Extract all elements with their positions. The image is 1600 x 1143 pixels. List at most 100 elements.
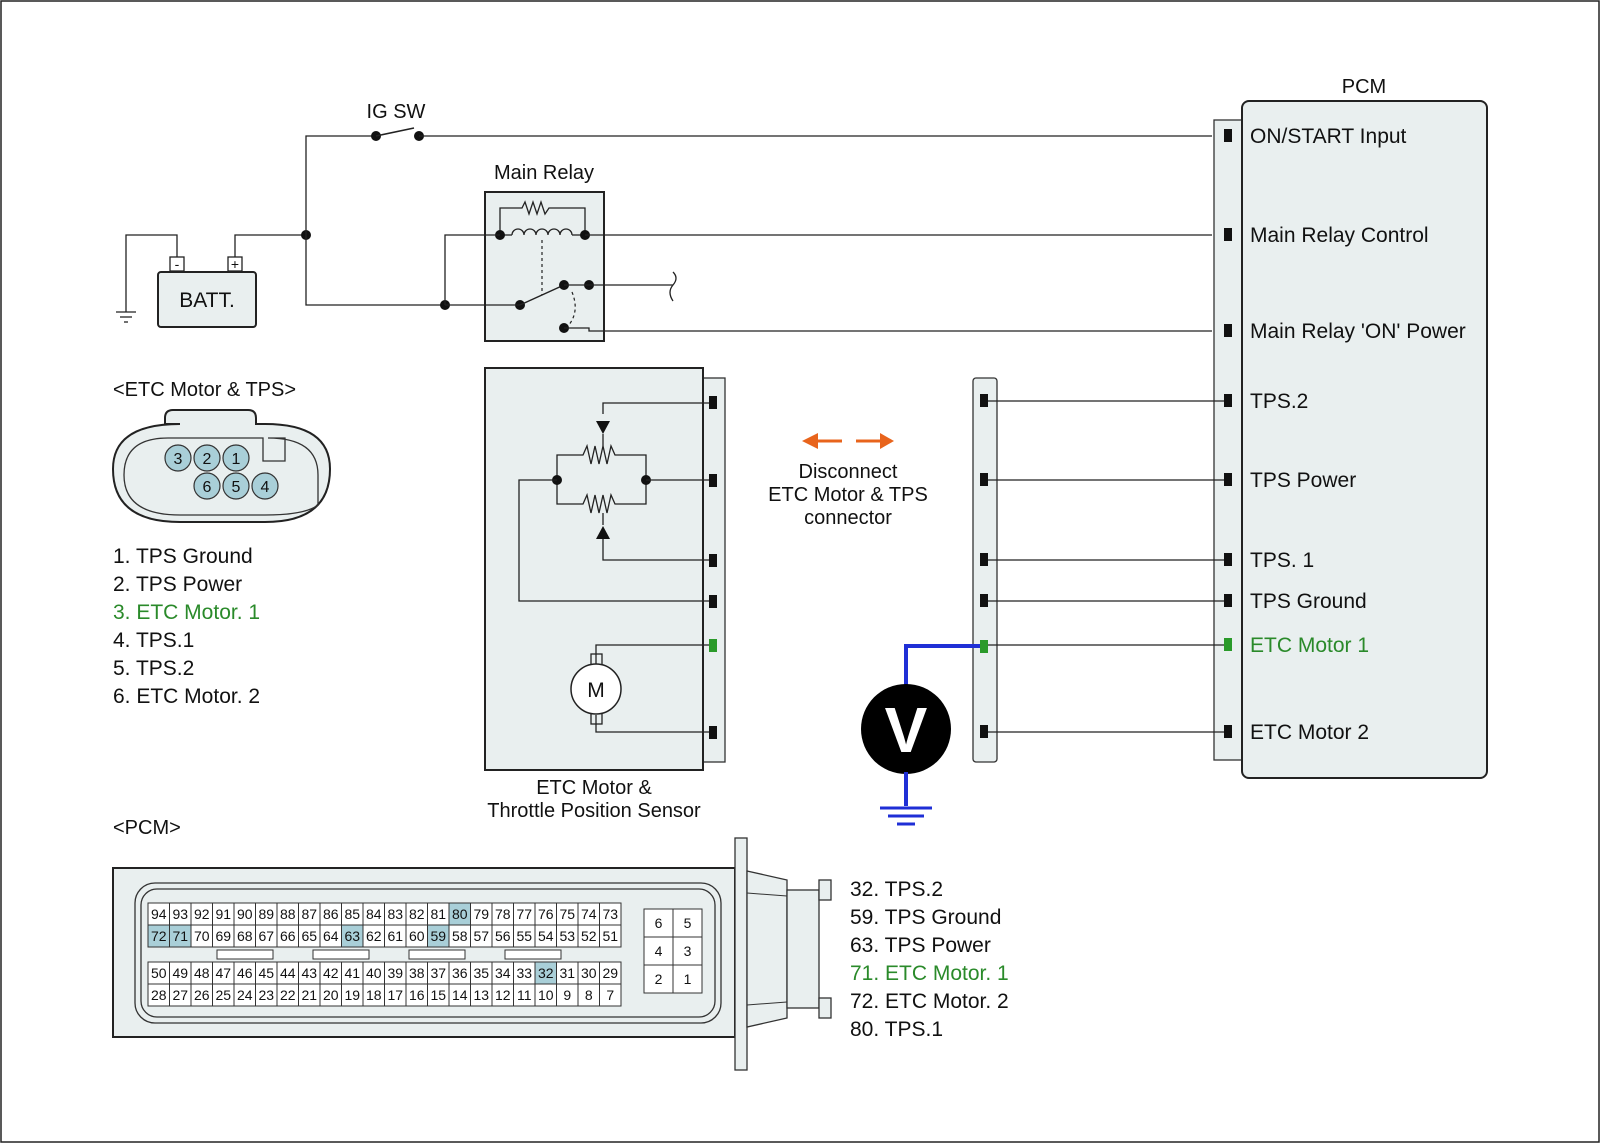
pcm-pin-legend-item: 80. TPS.1: [850, 1018, 943, 1041]
pcm-connector-pin-number: 30: [581, 965, 597, 981]
pcm-connector-pin-number: 38: [409, 965, 425, 981]
pcm-connector-pin-number: 65: [301, 928, 317, 944]
pcm-connector-pin-number: 79: [473, 906, 489, 922]
pcm-connector-pin-number: 91: [215, 906, 231, 922]
pcm-connector-pin-number: 50: [151, 965, 167, 981]
pcm-connector-pin-number: 5: [684, 915, 692, 931]
harness-terminal: [980, 473, 988, 486]
pcm-connector-pin-number: 33: [516, 965, 532, 981]
etc-connector-pin-number: 1: [232, 451, 241, 468]
pcm-connector-pin-number: 1: [684, 971, 692, 987]
pcm-connector-pin-number: 60: [409, 928, 425, 944]
pcm-connector-pin-number: 27: [172, 987, 188, 1003]
pcm-connector-pin-number: 56: [495, 928, 511, 944]
pcm-connector-pin-number: 68: [237, 928, 253, 944]
pcm-connector-pin-number: 86: [323, 906, 339, 922]
pcm-connector-pin-number: 63: [344, 928, 360, 944]
pcm-terminal-label: Main Relay 'ON' Power: [1250, 320, 1466, 343]
disconnect-note-line1: Disconnect: [799, 461, 898, 483]
main-relay-label: Main Relay: [494, 162, 594, 184]
pcm-connector-pin-number: 41: [344, 965, 360, 981]
pcm-connector-pin-number: 26: [194, 987, 210, 1003]
pcm-pin-legend-item: 63. TPS Power: [850, 934, 991, 957]
etc-motor-tps-assembly: M ETC Motor & Throttle Position Sensor: [484, 367, 726, 822]
pcm-connector-pin-number: 14: [452, 987, 468, 1003]
pcm-connector-pin-number: 7: [606, 987, 614, 1003]
pcm-connector-pin-number: 25: [215, 987, 231, 1003]
harness-terminal: [980, 725, 988, 738]
pcm-connector-pin-number: 72: [151, 928, 167, 944]
etc-pin-legend-item: 1. TPS Ground: [113, 545, 253, 568]
battery-negative-label: -: [175, 256, 180, 272]
pcm-connector-pin-number: 75: [559, 906, 575, 922]
etc-assembly-label-line2: Throttle Position Sensor: [487, 800, 701, 822]
harness-terminal: [980, 553, 988, 566]
pcm-connector-pin-number: 69: [215, 928, 231, 944]
pcm-connector-pin-number: 12: [495, 987, 511, 1003]
pcm-connector-pin-number: 21: [301, 987, 317, 1003]
pcm-connector-pin-number: 58: [452, 928, 468, 944]
etc-connector-pin-number: 2: [203, 451, 212, 468]
pcm-connector-pin-number: 74: [581, 906, 597, 922]
pcm-connector-pin-number: 47: [215, 965, 231, 981]
pcm-connector-pin-number: 2: [655, 971, 663, 987]
pcm-connector-pin-number: 92: [194, 906, 210, 922]
pcm-connector-pin-number: 53: [559, 928, 575, 944]
pcm-connector-pin-number: 59: [430, 928, 446, 944]
pcm-connector-pin-number: 70: [194, 928, 210, 944]
pcm-connector-pin-number: 89: [258, 906, 274, 922]
pcm-connector-pin-number: 88: [280, 906, 296, 922]
pcm-connector-pin-number: 8: [585, 987, 593, 1003]
pcm-connector-pin-number: 39: [387, 965, 403, 981]
battery-positive-label: +: [231, 256, 239, 272]
pcm-connector-pin-number: 36: [452, 965, 468, 981]
pcm-connector-pin-number: 81: [430, 906, 446, 922]
pcm-pin-legend-item: 71. ETC Motor. 1: [850, 962, 1009, 985]
pcm-connector-pin-number: 84: [366, 906, 382, 922]
pcm-connector-title: <PCM>: [113, 817, 181, 839]
pcm-connector-pin-number: 9: [563, 987, 571, 1003]
pcm-connector-pin-number: 54: [538, 928, 554, 944]
harness-terminal: [980, 394, 988, 407]
pcm-connector-pin-number: 4: [655, 943, 663, 959]
pcm-connector-pin-number: 44: [280, 965, 296, 981]
pcm-connector-pin-number: 62: [366, 928, 382, 944]
etc-pin-legend-item: 4. TPS.1: [113, 629, 194, 652]
pcm-connector-pin-number: 51: [602, 928, 618, 944]
pcm-connector-pin: [599, 983, 622, 1007]
pcm-connector-pin-number: 42: [323, 965, 339, 981]
pcm-pin-legend-item: 72. ETC Motor. 2: [850, 990, 1009, 1013]
battery-ground-icon: [116, 234, 178, 323]
pcm-connector-pin-number: 16: [409, 987, 425, 1003]
etc-connector-pin-number: 6: [203, 479, 212, 496]
pcm-terminal-pin: [1224, 324, 1232, 337]
pcm-terminal-pin: [1224, 129, 1232, 142]
pcm-connector-pin-number: 57: [473, 928, 489, 944]
pcm-terminal-label: TPS.2: [1250, 390, 1308, 413]
pcm-terminal-label: TPS Power: [1250, 469, 1356, 492]
pcm-connector-pin-number: 43: [301, 965, 317, 981]
motor-icon: [570, 663, 622, 715]
etc-pin-legend-item: 3. ETC Motor. 1: [113, 601, 260, 624]
pcm-connector-pin-number: 61: [387, 928, 403, 944]
pcm-terminal-label: Main Relay Control: [1250, 224, 1429, 247]
pcm-connector-pin-number: 10: [538, 987, 554, 1003]
pcm-connector-pin-number: 17: [387, 987, 403, 1003]
disconnect-note-line2: ETC Motor & TPS: [768, 484, 928, 506]
pcm-connector-pin-number: 64: [323, 928, 339, 944]
pcm-connector-pin-number: 93: [172, 906, 188, 922]
pcm-connector-pin-number: 23: [258, 987, 274, 1003]
pcm-title: PCM: [1342, 76, 1386, 98]
battery: - + BATT.: [157, 256, 257, 328]
voltmeter-label: V: [885, 694, 928, 766]
harness-terminal: [980, 594, 988, 607]
pcm-terminal-label: ETC Motor 1: [1250, 634, 1369, 657]
etc-pin-legend-item: 6. ETC Motor. 2: [113, 685, 260, 708]
pcm-connector-pin-number: 20: [323, 987, 339, 1003]
pcm-connector-pin-number: 55: [516, 928, 532, 944]
